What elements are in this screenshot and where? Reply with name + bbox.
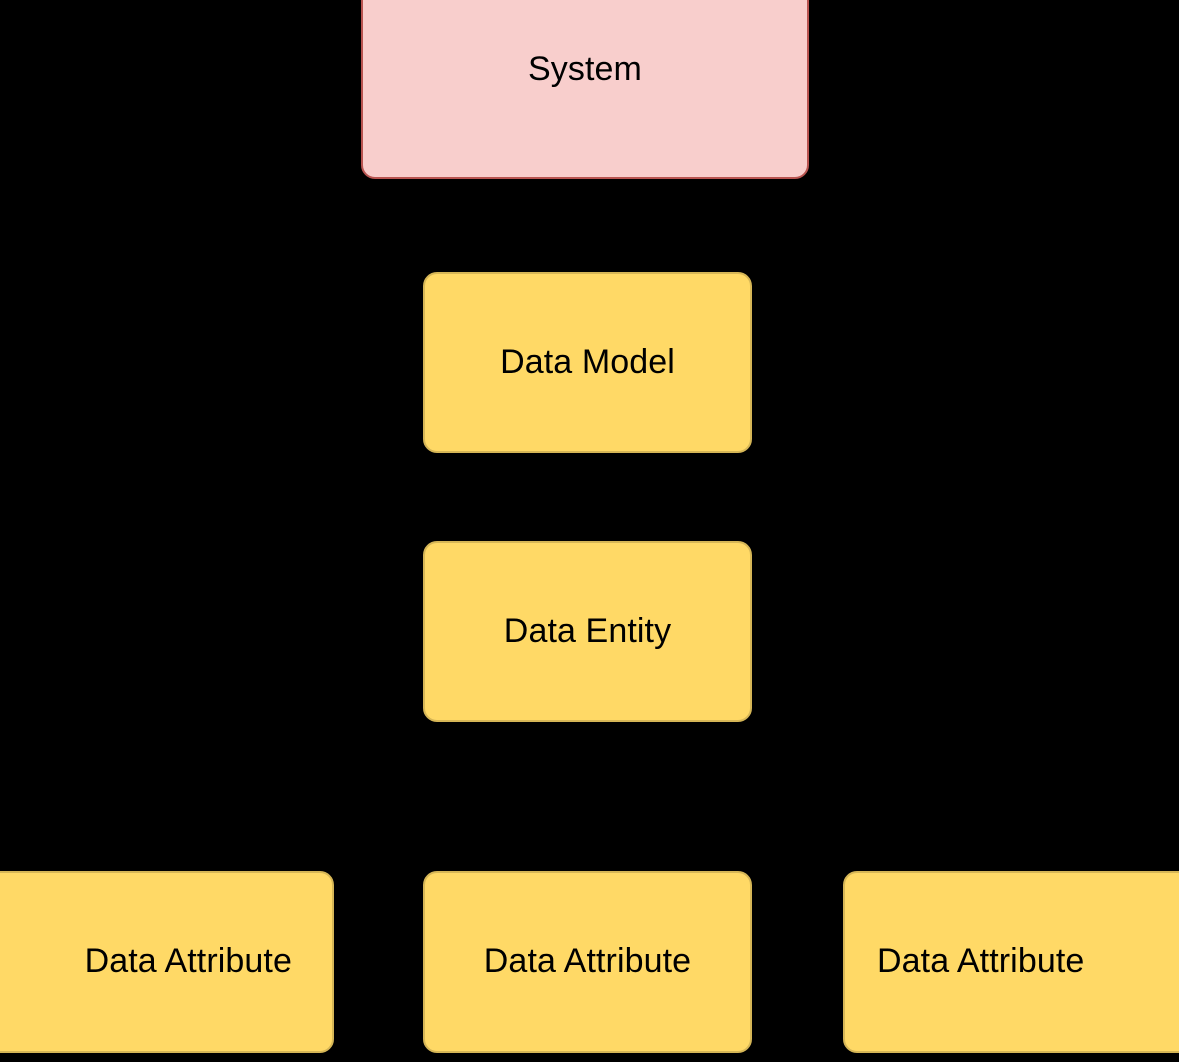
node-data-model[interactable]: Data Model	[423, 272, 752, 453]
node-data-attribute-2-label: Data Attribute	[483, 942, 692, 981]
node-data-entity-label: Data Entity	[503, 611, 672, 650]
node-data-attribute-2[interactable]: Data Attribute	[423, 871, 752, 1053]
node-system-label: System	[528, 49, 642, 88]
node-system[interactable]: System	[361, 0, 809, 179]
connector-data-entity-to-attribute-1	[118, 722, 588, 871]
node-data-attribute-1[interactable]: Data Attribute	[0, 871, 334, 1053]
node-data-attribute-3[interactable]: Data Attribute	[843, 871, 1179, 1053]
node-data-attribute-1-label: Data Attribute	[84, 942, 292, 981]
connector-data-entity-to-attribute-3	[586, 722, 1059, 871]
node-data-attribute-3-label: Data Attribute	[877, 942, 1085, 981]
node-data-entity[interactable]: Data Entity	[423, 541, 752, 722]
node-data-model-label: Data Model	[500, 342, 675, 381]
